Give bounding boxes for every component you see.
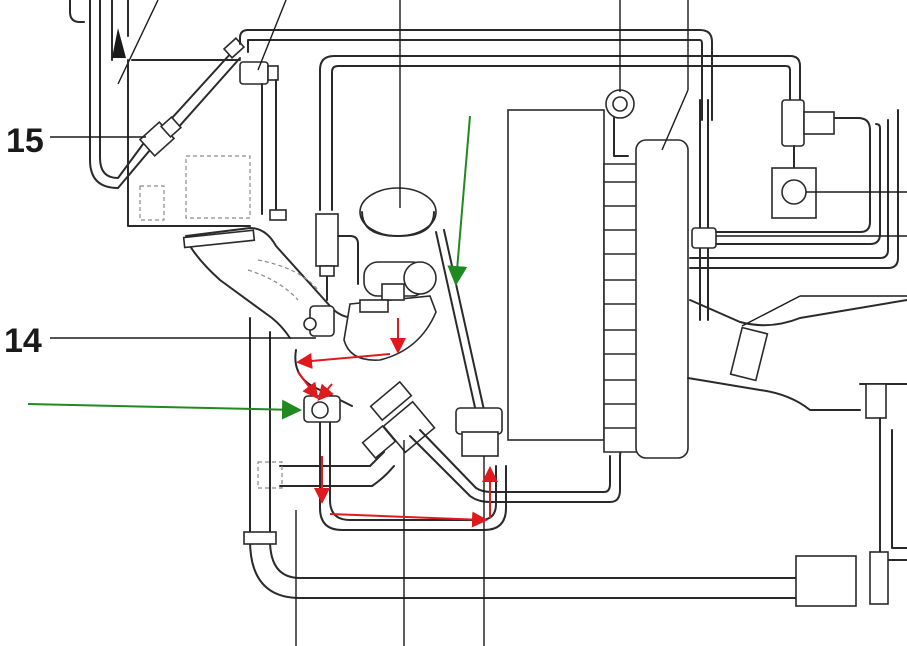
callout-15: 15 [6,122,44,160]
vertical-valve-left [315,213,359,301]
right-vacuum-lines [689,99,899,321]
flow-arrow [317,383,334,402]
top-vacuum-lines [131,29,801,211]
throttle-body-outlet [343,283,437,361]
flow-arrow [297,371,319,400]
flow-arrow [27,399,302,420]
leader-lines [50,0,907,646]
vacuum-tank [359,187,437,297]
vacuum-actuator [435,229,503,457]
intercooler [507,89,689,459]
left-coolant-pipe [243,317,801,599]
flow-arrow [296,352,391,369]
vacuum-switching-valve-top [239,61,287,221]
flow-arrows-red [296,318,498,528]
charge-air-outlet-duct [687,299,907,607]
intake-bracket [127,59,251,227]
upper-left-hose-loop [69,0,159,189]
flow-arrows-green [27,115,471,420]
idle-air-control-valve [303,305,335,337]
callout-14: 14 [4,322,42,360]
up-arrow-icon [112,28,126,58]
flow-arrow [447,115,471,286]
check-valve-hose [138,37,246,158]
lower-hose-assembly [257,349,641,531]
flow-arrow [329,511,488,528]
air-intake-duct [182,227,357,339]
